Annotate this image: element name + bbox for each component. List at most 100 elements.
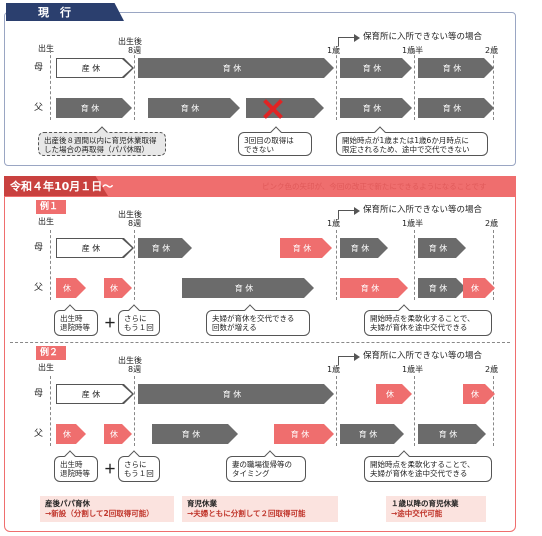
ex2-nursery-arrowhead-icon <box>354 353 360 361</box>
current-nursery-arrow-icon <box>338 37 357 46</box>
ex2-marker-1y: 1歳 <box>327 365 341 374</box>
ex1-note-mid: 夫婦が育休を交代できる回数が増える <box>206 310 310 336</box>
ex1-nursery-arrowhead-icon <box>354 207 360 215</box>
current-row-mother: 母 <box>34 63 44 73</box>
ex2-mother-arrow-label: 休 <box>386 389 394 399</box>
ex1-father-arrow-label: 育 休 <box>428 283 448 293</box>
ex1-plus: ＋ <box>104 316 117 330</box>
ex1-guide-line <box>50 230 51 300</box>
current-father-childcare-1y <box>340 98 412 118</box>
current-nursery-label: 保育所に入所できない等の場合 <box>363 32 483 42</box>
ex2-row-father: 父 <box>34 429 44 439</box>
ex2-mother-arrow-label: 育 休 <box>222 389 242 399</box>
ex2-father-arrow <box>274 424 334 444</box>
current-marker-birth: 出生 <box>38 44 54 53</box>
ex2-label-tab <box>36 346 66 360</box>
current-father-childcare-1y6-label: 育 休 <box>442 103 462 113</box>
ex2-father-arrow <box>104 424 132 444</box>
ex2-mother-arrow-inner <box>57 385 132 403</box>
ex2-marker-birth: 出生 <box>38 363 54 372</box>
ex1-row-father: 父 <box>34 283 44 293</box>
ex1-father-arrow <box>104 278 132 298</box>
current-mother-childcare-label: 育 休 <box>222 63 242 73</box>
current-father-childcare-b <box>148 98 240 118</box>
ex2-row-mother: 母 <box>34 389 44 399</box>
ex1-note-b-line: さらに <box>124 314 147 323</box>
ex1-mother-arrow <box>280 238 332 258</box>
ex1-nursery-label: 保育所に入所できない等の場合 <box>363 205 483 215</box>
ex1-note-a-line: 出生時 <box>60 314 83 323</box>
reiwa-header-bar <box>4 176 516 196</box>
ex2-father-arrow-label: 休 <box>110 429 118 439</box>
ex2-nursery-arrow-icon <box>338 356 357 365</box>
current-marker-2y: 2歳 <box>485 46 499 55</box>
ex1-note-a-line: 退院時等 <box>60 323 90 333</box>
current-guide-line <box>134 50 135 120</box>
ex2-note-mid-line: 妻の職場復帰等の <box>232 460 292 469</box>
current-mother-childcare-1y-label: 育 休 <box>362 63 382 73</box>
ex1-mother-arrow-label: 産 休 <box>81 243 101 253</box>
current-father-childcare-a <box>56 98 132 118</box>
ex2-guide-line <box>493 376 494 446</box>
ex1-note-right-line: 開始時点を柔軟化することで、 <box>370 314 475 323</box>
current-father-childcare-a-label: 育 休 <box>80 103 100 113</box>
ex1-guide-line <box>493 230 494 300</box>
ex1-father-arrow <box>182 278 314 298</box>
footer-title: 産後パパ育休 <box>45 499 90 508</box>
current-mother-maternity-inner <box>57 59 132 77</box>
ex1-mother-arrow-label: 育 休 <box>151 243 171 253</box>
current-guide-line <box>414 50 415 120</box>
ex1-note-b-line: もう１回 <box>124 323 154 333</box>
ex1-mother-arrow-label: 育 休 <box>292 243 312 253</box>
ex1-father-arrow-label: 育 休 <box>234 283 254 293</box>
ex1-mother-arrow <box>418 238 466 258</box>
current-mother-maternity-label: 産 休 <box>81 63 101 73</box>
footer-detail: →途中交代可能 <box>391 508 443 518</box>
ex1-note-b: さらにもう１回 <box>118 310 160 336</box>
current-guide-line <box>493 50 494 120</box>
current-marker-1y-half: 1歳半 <box>402 46 424 55</box>
ex2-note-b-line: もう１回 <box>124 469 154 479</box>
ex1-label: 例１ <box>40 202 59 212</box>
ex2-mother-arrow-label: 産 休 <box>81 389 101 399</box>
footer-box-0: 産後パパ育休→新設（分割して2回取得可能） <box>40 496 174 522</box>
current-mother-childcare-1y <box>340 58 412 78</box>
current-note-right: 開始時点が1歳または1歳6か月時点に限定されるため、途中で交代できない <box>336 132 488 156</box>
ex2-mother-arrow-label: 休 <box>471 389 479 399</box>
ex1-marker-birth: 出生 <box>38 217 54 226</box>
ex2-guide-line <box>414 376 415 446</box>
ex2-note-b: さらにもう１回 <box>118 456 160 482</box>
ex2-note-right-line: 夫婦が育休を途中交代できる <box>370 469 468 479</box>
footer-detail: →夫婦ともに分割して２回取得可能 <box>187 508 306 518</box>
current-father-childcare-1y-label: 育 休 <box>362 103 382 113</box>
current-mother-childcare <box>138 58 334 78</box>
example-divider <box>10 342 510 343</box>
ex2-marker-after-birth: 出生後 <box>118 356 142 365</box>
ex2-note-b-line: さらに <box>124 460 147 469</box>
ex2-note-right-line: 開始時点を柔軟化することで、 <box>370 460 475 469</box>
ex2-note-a-line: 退院時等 <box>60 469 90 479</box>
legend-text: ピンク色の矢印が、今回の改正で新たにできるようになることです <box>262 182 487 191</box>
ex1-note-mid-line: 夫婦が育休を交代できる <box>212 314 295 323</box>
ex1-marker-1y: 1歳 <box>327 219 341 228</box>
ex2-father-arrow <box>152 424 238 444</box>
ex1-father-arrow-label: 育 休 <box>360 283 380 293</box>
ex1-father-arrow <box>418 278 466 298</box>
current-father-childcare-c <box>246 98 324 118</box>
ex2-marker-8w: 8週 <box>128 365 142 374</box>
ex2-marker-2y: 2歳 <box>485 365 499 374</box>
ex2-father-arrow-label: 育 休 <box>290 429 310 439</box>
ex1-father-arrow <box>340 278 408 298</box>
current-guide-line <box>336 50 337 120</box>
ex1-label-tab <box>36 200 66 214</box>
ex2-father-arrow-label: 休 <box>63 429 71 439</box>
reiwa-header-tab <box>4 176 108 196</box>
ex2-note-a-line: 出生時 <box>60 460 83 469</box>
ex1-father-arrow-label: 休 <box>110 283 118 293</box>
current-marker-after-birth: 出生後 <box>118 37 142 46</box>
ex2-marker-1y-half: 1歳半 <box>402 365 424 374</box>
ex1-mother-arrow-inner <box>57 239 132 257</box>
ex2-father-arrow <box>56 424 86 444</box>
ex2-guide-line <box>336 376 337 446</box>
ex2-father-arrow-label: 育 休 <box>358 429 378 439</box>
